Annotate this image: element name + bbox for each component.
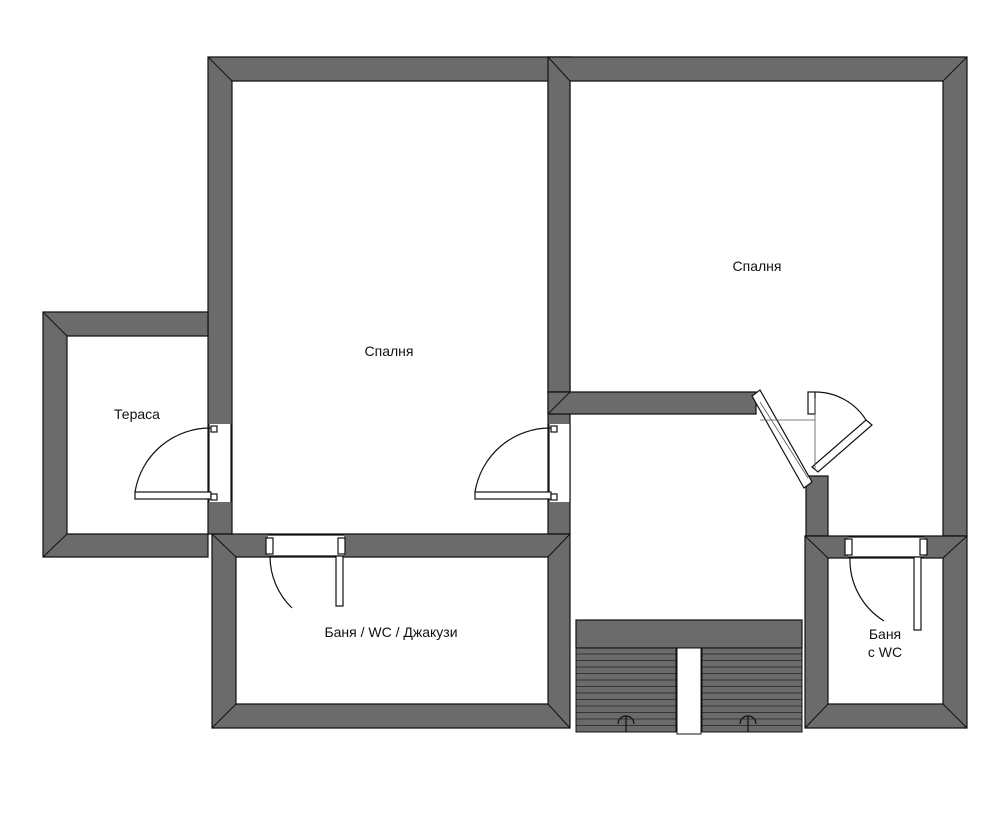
room-label-bath-small-line2: с WC <box>868 644 902 660</box>
bedroom-left-walls <box>207 56 571 535</box>
room-label-terrace: Тераса <box>114 406 160 422</box>
door-terrace <box>134 425 218 501</box>
door-hall <box>474 425 558 501</box>
door-openings <box>208 424 571 502</box>
door-bath-small <box>844 538 928 631</box>
door-bath-main <box>265 537 346 609</box>
room-label-bedroom-left: Спалня <box>365 343 414 359</box>
bedroom-right-walls <box>547 56 968 537</box>
room-label-bedroom-right: Спалня <box>733 258 782 274</box>
room-label-bath-main: Баня / WC / Джакузи <box>324 624 457 640</box>
terrace-walls <box>42 311 209 558</box>
bath-main-walls <box>211 533 571 729</box>
room-label-bath-small-line1: Баня <box>869 626 901 642</box>
door-bedroom-right-angled <box>751 389 873 489</box>
staircase <box>575 619 803 735</box>
bath-small-walls <box>804 535 968 729</box>
